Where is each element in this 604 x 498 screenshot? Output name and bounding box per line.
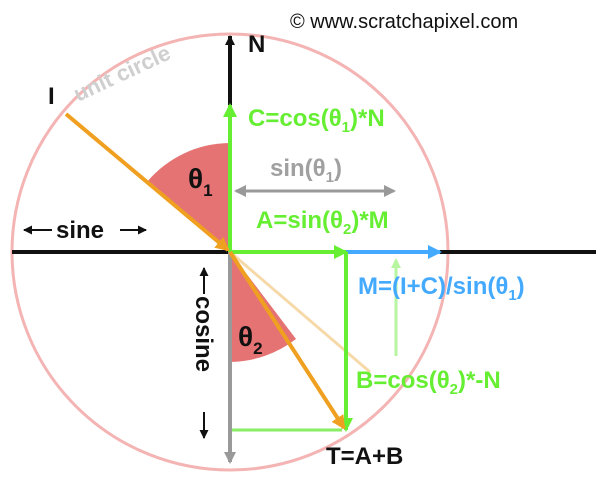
t-formula-label: T=A+B xyxy=(326,443,403,470)
incident-ray-I xyxy=(64,112,230,252)
unit-circle-label: unit circle xyxy=(70,40,175,107)
theta1-wedge xyxy=(147,143,230,252)
normal-N-label: N xyxy=(248,31,265,58)
refracted-ray-T xyxy=(228,250,346,430)
c-formula-label: C=cos(θ1)*N xyxy=(248,105,385,136)
theta2-label: θ2 xyxy=(238,321,263,358)
b-formula-label: B=cos(θ2)*-N xyxy=(356,367,501,398)
sine-label: sine xyxy=(56,217,104,244)
theta1-label: θ1 xyxy=(188,163,213,200)
copyright-notice: © www.scratchapixel.com xyxy=(290,11,518,33)
a-formula-label: A=sin(θ2)*M xyxy=(256,207,389,238)
incident-I-label: I xyxy=(48,83,55,110)
sin-theta1-label: sin(θ1) xyxy=(270,155,342,186)
m-formula-label: M=(I+C)/sin(θ1) xyxy=(358,273,525,304)
cosine-label: cosine xyxy=(190,296,217,372)
